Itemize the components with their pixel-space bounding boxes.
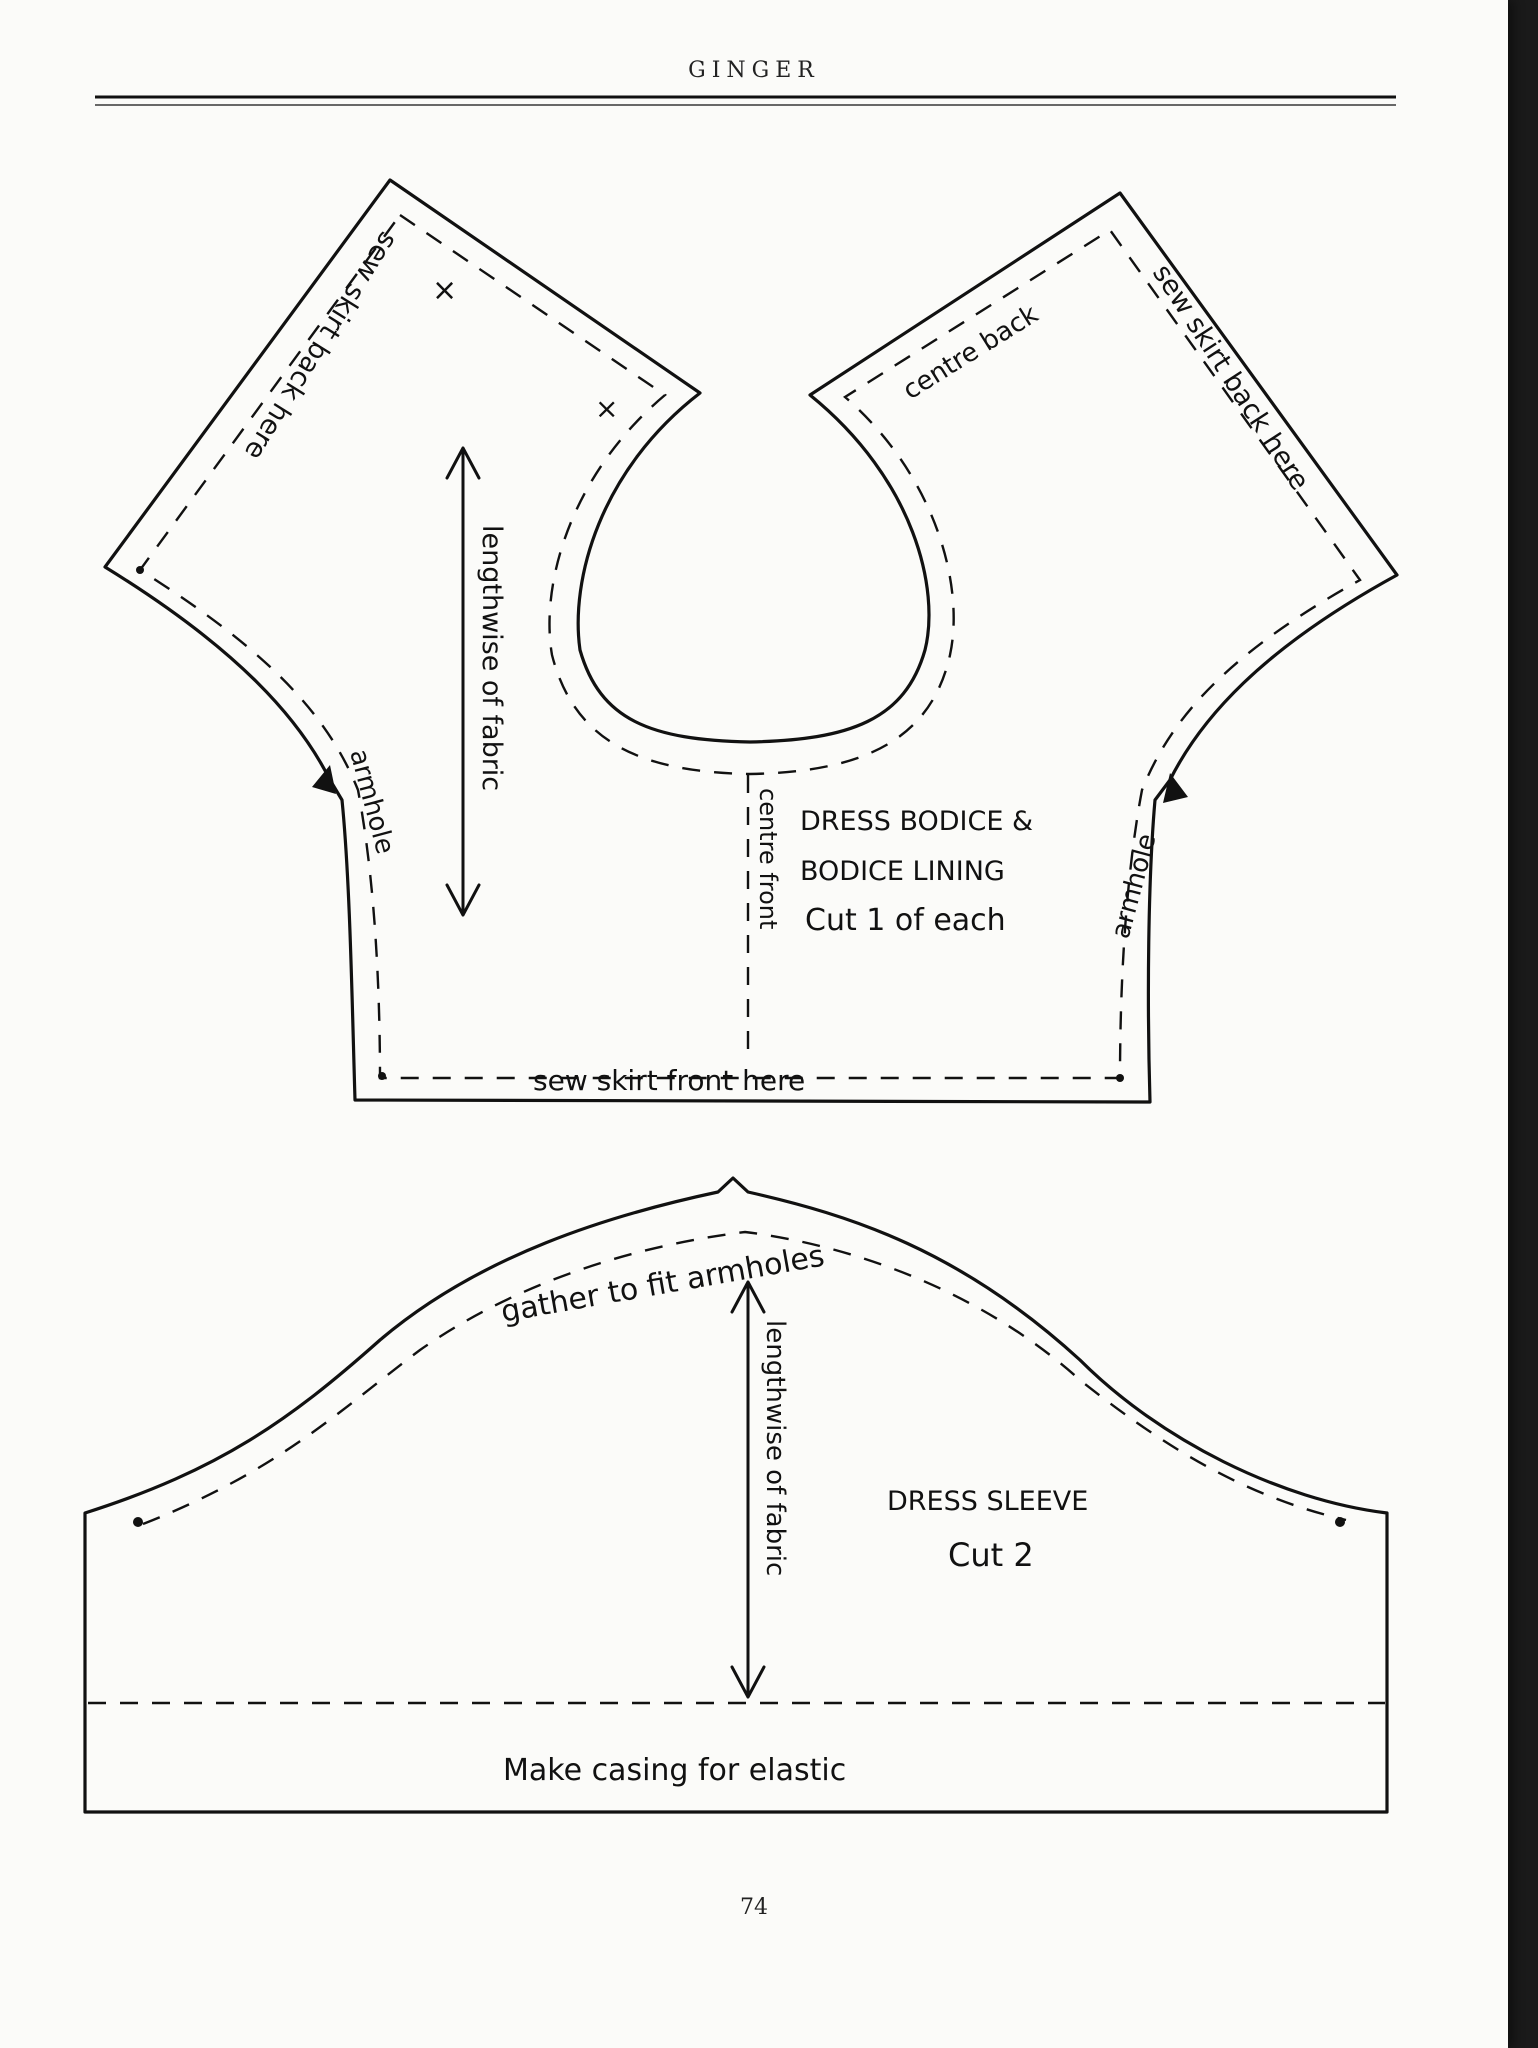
bodice-title-line1: DRESS BODICE &	[800, 806, 1033, 837]
sleeve-dot-right	[1335, 1517, 1345, 1527]
page-header-title: GINGER	[688, 58, 820, 83]
bodice-notch-left	[312, 765, 336, 794]
bodice-mark-x2: ×	[595, 392, 618, 425]
bodice-centre-front-label: centre front	[754, 788, 782, 929]
bodice-dot-bottom-left	[378, 1072, 386, 1080]
bodice-centre-back-label: centre back	[898, 299, 1044, 406]
bodice-dot-bottom-right	[1116, 1074, 1124, 1082]
page-number: 74	[740, 1895, 768, 1920]
bodice-notch-right	[1163, 773, 1188, 803]
bodice-sew-skirt-back-left-label: sew skirt back here	[238, 226, 403, 465]
bodice-title-line2: BODICE LINING	[800, 856, 1005, 887]
sleeve-outline	[83, 1176, 1389, 1814]
bodice-sew-skirt-back-right-label: sew skirt back here	[1146, 259, 1315, 496]
bodice-armhole-left-label: armhole	[343, 746, 400, 857]
sleeve-casing-label: Make casing for elastic	[503, 1753, 846, 1788]
bodice-seam-line	[138, 213, 1362, 1080]
bodice-grain-arrow	[445, 446, 481, 917]
bodice-cut-label: Cut 1 of each	[805, 903, 1006, 938]
bodice-dot-left	[136, 566, 144, 574]
sleeve-title-label: DRESS SLEEVE	[887, 1486, 1088, 1517]
bodice-mark-x1: ×	[432, 273, 457, 308]
sleeve-gather-label: gather to fit armholes	[498, 1239, 827, 1330]
bodice-grain-label: lengthwise of fabric	[476, 525, 507, 791]
bodice-sew-skirt-front-label: sew skirt front here	[533, 1064, 805, 1097]
sleeve-grain-label: lengthwise of fabric	[760, 1320, 790, 1576]
bodice-pattern-piece	[103, 178, 1399, 1104]
sleeve-dot-left	[133, 1517, 143, 1527]
sleeve-gather-line	[142, 1230, 1347, 1526]
sleeve-cut-label: Cut 2	[948, 1536, 1034, 1574]
sleeve-grain-arrow	[730, 1280, 766, 1699]
bodice-armhole-right-label: armhole	[1106, 831, 1163, 942]
sleeve-pattern-piece	[83, 1176, 1389, 1814]
bodice-outline	[103, 178, 1399, 1104]
